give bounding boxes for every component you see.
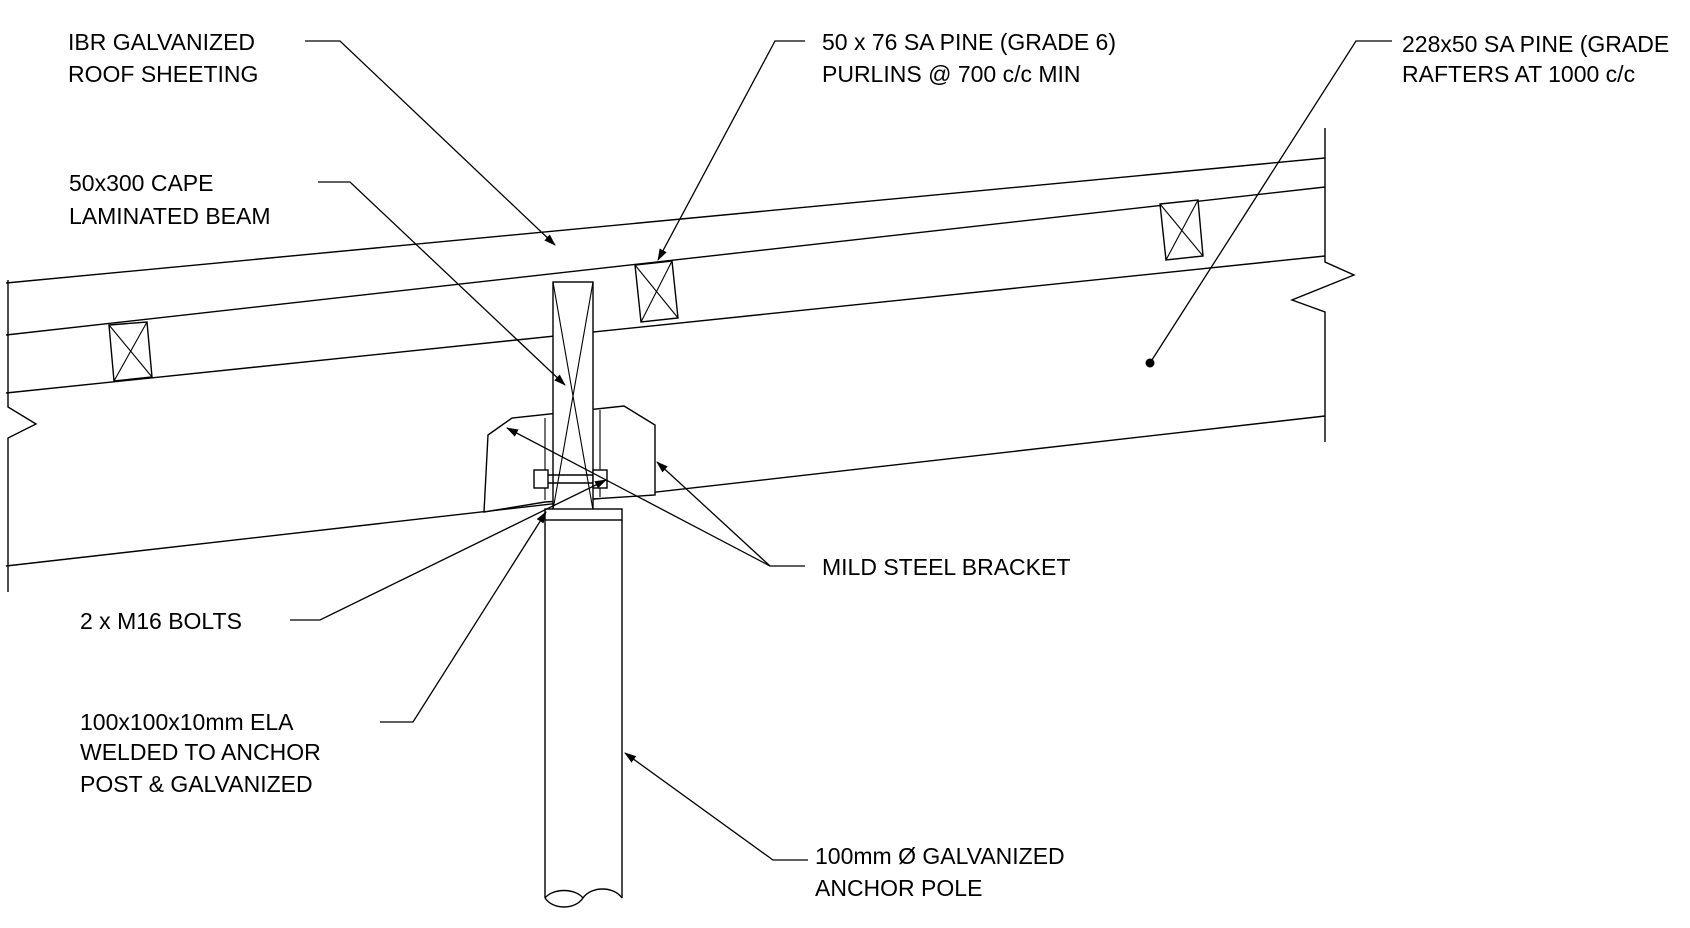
leader-bracket: [506, 427, 805, 567]
leader-beam: [318, 181, 566, 386]
leader-roof-sheeting: [305, 40, 556, 246]
laminated-beam: [552, 281, 594, 511]
label-roof-sheeting: IBR GALVANIZED ROOF SHEETING: [68, 29, 261, 87]
leader-ela: [380, 511, 547, 723]
label-bracket: MILD STEEL BRACKET: [822, 554, 1070, 580]
label-rafters: 228x50 SA PINE (GRADE RAFTERS AT 1000 c/…: [1402, 31, 1676, 87]
label-anchor-pole: 100mm Ø GALVANIZED ANCHOR POLE: [815, 843, 1071, 901]
leader-rafters: [1145, 40, 1392, 368]
rafter: [5, 255, 1326, 567]
leader-bolts: [290, 479, 607, 621]
label-ela: 100x100x10mm ELA WELDED TO ANCHOR POST &…: [80, 709, 327, 797]
label-bolts: 2 x M16 BOLTS: [80, 608, 242, 634]
leader-pole: [624, 752, 808, 861]
label-laminated-beam: 50x300 CAPE LAMINATED BEAM: [69, 170, 271, 229]
anchor-pole: [544, 520, 623, 908]
leader-purlins: [657, 40, 805, 261]
ela-base-plate: [544, 508, 623, 521]
right-break-line: [1290, 128, 1356, 442]
purlin-center: [634, 260, 679, 323]
purlin-left: [108, 321, 153, 382]
purlin-right: [1159, 199, 1204, 261]
label-purlins: 50 x 76 SA PINE (GRADE 6) PURLINS @ 700 …: [822, 29, 1122, 87]
left-break-line: [7, 280, 38, 592]
